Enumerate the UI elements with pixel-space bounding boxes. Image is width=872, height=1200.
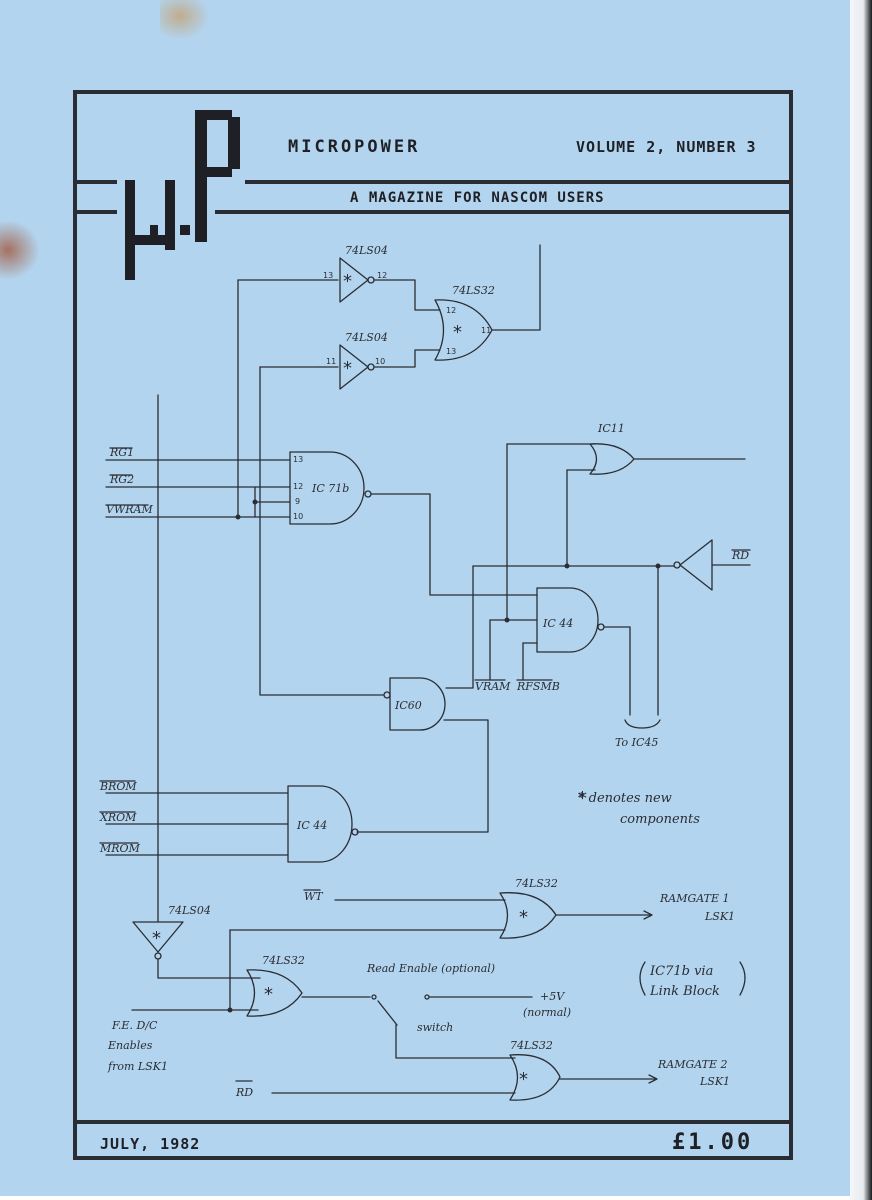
signal-brom: BROM — [99, 780, 137, 793]
signal-normal: (normal) — [523, 1006, 571, 1019]
pin-label: 13 — [323, 271, 333, 280]
or-gate-ramgate1 — [499, 892, 557, 939]
header-rule-left-2 — [77, 210, 117, 214]
ic44-upper-gate — [536, 587, 599, 653]
signal-rfsmb: RFSMB — [516, 680, 560, 693]
circuit-schematic: * * * * * * * * 74LS04 74LS04 74LS32 IC1… — [99, 244, 751, 1101]
pin-label: 10 — [375, 357, 385, 366]
chip-label-left-inverter: 74LS04 — [168, 904, 211, 917]
signal-wt: WT — [304, 890, 324, 903]
signal-xrom: XROM — [99, 811, 137, 824]
chip-label-or-ramgate1: 74LS32 — [515, 877, 558, 890]
signal-mrom: MROM — [99, 842, 141, 855]
ic60-gate — [389, 677, 446, 731]
signal-plus5v: +5V — [540, 990, 565, 1003]
or-gate-read-enable — [246, 969, 303, 1017]
ic11-gate — [589, 443, 635, 475]
chip-label-ic11: IC11 — [597, 422, 625, 435]
header-rule-lower — [215, 210, 789, 214]
signal-vram: VRAM — [475, 680, 511, 693]
pin-label: 13 — [446, 347, 456, 356]
chip-label-top-or: 74LS32 — [452, 284, 495, 297]
signal-fe-dc-3: from LSK1 — [107, 1060, 168, 1073]
magazine-name: MICROPOWER — [288, 137, 421, 157]
new-marker: * — [343, 358, 352, 379]
chip-label-ic44-lower: IC 44 — [296, 819, 327, 832]
note-new-components-1: * denotes new — [578, 791, 672, 806]
signal-rd: RD — [731, 549, 749, 562]
pin-label: 11 — [481, 326, 491, 335]
signal-switch: switch — [417, 1021, 453, 1034]
pin-label: 11 — [326, 357, 336, 366]
note-link-block-1: IC71b via — [649, 964, 713, 979]
volume-number: VOLUME 2, NUMBER 3 — [576, 138, 757, 156]
chip-label-ic44-upper: IC 44 — [542, 617, 573, 630]
inverter-top-1 — [339, 257, 369, 303]
tagline: A MAGAZINE FOR NASCOM USERS — [350, 190, 605, 206]
chip-label-or-read-enable: 74LS32 — [262, 954, 305, 967]
signal-fe-dc-2: Enables — [107, 1039, 153, 1052]
new-marker: * — [519, 1069, 528, 1090]
mu-p-logo: μP — [125, 110, 240, 280]
signal-rd-bottom: RD — [235, 1086, 253, 1099]
signal-lsk1-b: LSK1 — [699, 1075, 730, 1088]
pin-label: 9 — [295, 497, 300, 506]
new-marker: * — [264, 984, 273, 1005]
chip-label-inv2: 74LS04 — [345, 331, 388, 344]
cover-frame — [73, 90, 793, 1160]
new-marker: * — [453, 322, 462, 343]
pin-label: 12 — [446, 306, 456, 315]
signal-read-enable: Read Enable (optional) — [366, 962, 495, 975]
signal-fe-dc-1: F.E. D/C — [111, 1019, 158, 1032]
new-marker: * — [152, 928, 161, 949]
pin-label: 13 — [293, 455, 303, 464]
cover-price: £1.00 — [672, 1130, 754, 1155]
page-edge — [850, 0, 872, 1200]
signal-to-ic45: To IC45 — [615, 736, 658, 749]
new-marker: * — [578, 788, 587, 809]
or-gate-ramgate2 — [509, 1054, 561, 1101]
signal-ramgate2: RAMGATE 2 — [657, 1058, 727, 1071]
pin-label: 12 — [377, 271, 387, 280]
chip-label-or-ramgate2: 74LS32 — [510, 1039, 553, 1052]
signal-rg2: RG2 — [109, 473, 134, 486]
signal-ramgate1: RAMGATE 1 — [659, 892, 729, 905]
rd-buffer — [679, 539, 713, 591]
note-new-components-2: components — [620, 812, 700, 827]
header-rule-left — [77, 180, 117, 184]
coffee-stain — [160, 0, 210, 40]
ic44-lower-gate — [287, 785, 353, 863]
chip-label-ic60: IC60 — [394, 699, 422, 712]
signal-lsk1-a: LSK1 — [704, 910, 735, 923]
new-marker: * — [519, 907, 528, 928]
footer-rule — [77, 1120, 789, 1124]
signal-rg1: RG1 — [109, 446, 134, 459]
chip-label-ic71b: IC 71b — [311, 482, 349, 495]
header-rule-upper — [245, 180, 789, 184]
signal-vwram: VWRAM — [106, 503, 153, 516]
issue-date: JULY, 1982 — [100, 1135, 201, 1153]
inverter-top-2 — [339, 344, 369, 390]
new-marker: * — [343, 271, 352, 292]
pin-label: 10 — [293, 512, 303, 521]
note-link-block-2: Link Block — [649, 984, 720, 999]
inverter-left — [132, 921, 184, 953]
rust-stain — [0, 220, 40, 280]
pin-label: 12 — [293, 482, 303, 491]
chip-label-inv1: 74LS04 — [345, 244, 388, 257]
ic71b-gate — [289, 451, 365, 525]
or-gate-top — [434, 299, 493, 361]
